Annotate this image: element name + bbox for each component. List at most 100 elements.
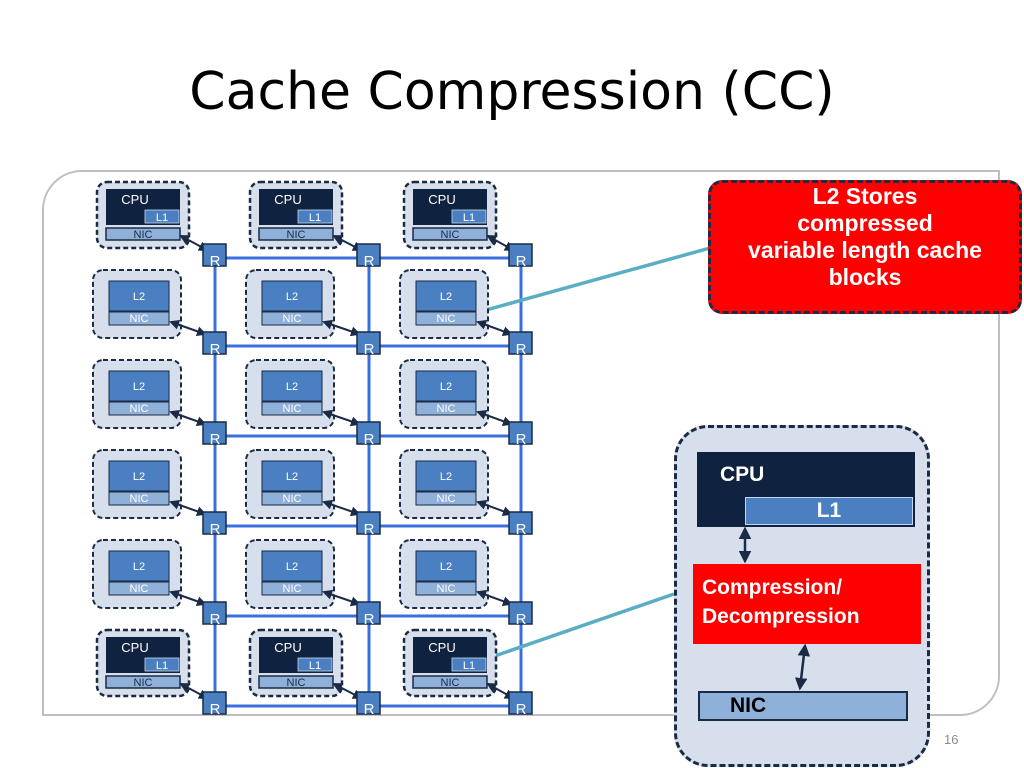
page-number: 16 — [944, 732, 959, 747]
tile-router-arrow — [476, 500, 513, 516]
l2-block — [415, 550, 477, 582]
nic-label: NIC — [437, 583, 456, 595]
callout-connectors — [485, 246, 711, 661]
l2-block — [108, 370, 170, 402]
nic-label: NIC — [437, 493, 456, 505]
l2-label: L2 — [440, 291, 452, 303]
tile-router-arrow — [476, 410, 513, 426]
l2-block — [261, 370, 323, 402]
l2-callout: L2 Stores compressed variable length cac… — [708, 180, 1022, 314]
l1-label: L1 — [463, 660, 475, 672]
router-label: R — [364, 341, 375, 358]
nic-block — [261, 401, 323, 416]
detail-nic-block: NIC — [698, 691, 908, 721]
nic-block — [108, 491, 170, 506]
tile-router-arrow — [476, 320, 513, 336]
router-label: R — [210, 611, 221, 628]
cpu-detail-connector — [485, 592, 675, 661]
nic-label: NIC — [130, 313, 149, 325]
router-node — [508, 511, 533, 535]
router-node — [202, 691, 227, 715]
l2-label: L2 — [133, 561, 145, 573]
l2-block — [261, 550, 323, 582]
tile-router-arrow — [322, 589, 361, 607]
router-node — [508, 601, 533, 625]
nic-label: NIC — [130, 583, 149, 595]
l1-block — [144, 209, 180, 224]
callout-line: blocks — [828, 264, 902, 290]
nic-block — [412, 227, 488, 241]
l1-label: L1 — [309, 660, 321, 672]
l2-label: L2 — [286, 381, 298, 393]
diagram-panel — [42, 170, 1000, 716]
compression-label: Compression/ — [702, 576, 843, 599]
tile-router-arrow — [322, 319, 361, 337]
nic-block — [108, 401, 170, 416]
slide-title: Cache Compression (CC) — [189, 62, 835, 122]
router-label: R — [516, 521, 527, 538]
router-label: R — [364, 701, 375, 718]
nic-block — [261, 311, 323, 326]
router-node — [356, 243, 381, 267]
nic-block — [415, 581, 477, 596]
l2-label: L2 — [133, 381, 145, 393]
nic-block — [412, 675, 488, 689]
router-node — [202, 601, 227, 625]
nic-label: NIC — [287, 677, 306, 689]
detail-compression-block: Compression/ Decompression — [693, 564, 921, 644]
tile-router-arrow — [476, 590, 513, 606]
cpu-label: CPU — [121, 640, 148, 655]
decompression-label: Decompression — [702, 605, 860, 628]
mesh-tiles: CPUL1NICCPUL1NICCPUL1NICL2NICL2NICL2NICL… — [92, 180, 515, 699]
nic-label: NIC — [130, 493, 149, 505]
callout-line: L2 Stores — [812, 183, 918, 209]
l2-label: L2 — [440, 561, 452, 573]
l1-label: L1 — [463, 212, 475, 224]
nic-label: NIC — [437, 403, 456, 415]
nic-label: NIC — [283, 403, 302, 415]
nic-block — [261, 581, 323, 596]
l2-label: L2 — [286, 561, 298, 573]
cpu-label: CPU — [428, 192, 455, 207]
l2-block — [415, 370, 477, 402]
tile-router-arrow — [169, 589, 207, 607]
router-node — [356, 331, 381, 355]
router-label: R — [364, 521, 375, 538]
nic-label: NIC — [130, 403, 149, 415]
l2-label: L2 — [133, 471, 145, 483]
tile-router-arrow — [322, 409, 361, 427]
tile-router-arrow — [169, 409, 207, 427]
l2-label: L2 — [133, 291, 145, 303]
cpu-label: CPU — [121, 192, 148, 207]
l1-block — [144, 657, 180, 672]
router-node — [202, 331, 227, 355]
router-label: R — [364, 431, 375, 448]
router-node — [202, 511, 227, 535]
nic-label: NIC — [437, 313, 456, 325]
cpu-label: CPU — [274, 192, 301, 207]
router-node — [508, 691, 533, 715]
tile-router-arrow — [322, 499, 361, 517]
router-node — [202, 243, 227, 267]
router-label: R — [210, 521, 221, 538]
detail-cpu-label: CPU — [720, 463, 765, 486]
router-label: R — [210, 431, 221, 448]
l2-block — [415, 460, 477, 492]
router-node — [356, 421, 381, 445]
router-label: R — [210, 341, 221, 358]
router-label: R — [364, 253, 375, 270]
router-label: R — [516, 431, 527, 448]
nic-block — [108, 581, 170, 596]
nic-block — [261, 491, 323, 506]
router-node — [356, 601, 381, 625]
nic-label: NIC — [287, 229, 306, 241]
router-label: R — [210, 701, 221, 718]
nic-block — [415, 311, 477, 326]
cpu-label: CPU — [274, 640, 301, 655]
nic-label: NIC — [134, 229, 153, 241]
tile-router-arrow — [169, 499, 207, 517]
l2-block — [108, 280, 170, 312]
